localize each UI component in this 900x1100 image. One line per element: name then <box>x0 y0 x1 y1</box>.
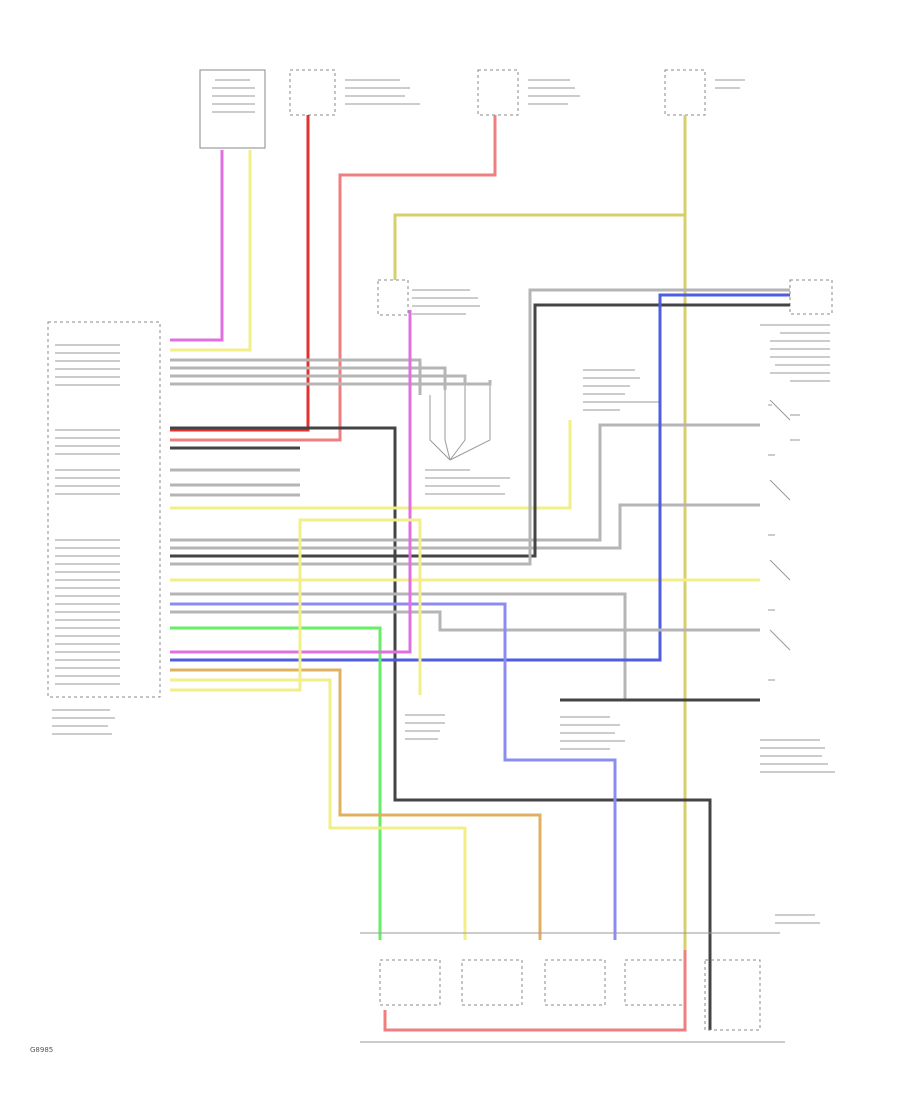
wire-yellow-mid <box>170 420 572 510</box>
fuse-block-2 <box>477 69 580 116</box>
fuse-block-3 <box>664 69 745 116</box>
wire-black-right <box>170 303 790 558</box>
wire-yellow-lower <box>170 518 422 695</box>
switch-note <box>560 716 625 750</box>
wire-gray-right-5 <box>170 610 760 632</box>
wire-gray-right-1 <box>170 423 760 542</box>
wire-light-blue <box>170 602 617 940</box>
wire-yellow-low <box>170 678 467 940</box>
wire-gray-right-2 <box>170 503 760 550</box>
splice-pack <box>425 380 510 495</box>
sensor-connector-right <box>760 279 833 382</box>
wire-pink-ground <box>383 950 687 1032</box>
wire-gray-3 <box>170 374 467 385</box>
figure-id: G8985 <box>30 1046 53 1054</box>
wire-blue-right <box>170 293 790 662</box>
wire-gray-right-4 <box>170 592 627 700</box>
wire-yellow-top <box>170 150 252 352</box>
wire-gray-right-3 <box>170 288 790 566</box>
wire-violet-mid <box>170 310 412 654</box>
wire-green <box>170 626 382 940</box>
range-switch-label <box>760 739 835 773</box>
top-component-1 <box>199 69 266 149</box>
solenoid-group <box>379 959 761 1031</box>
wire-gray-4 <box>170 380 492 386</box>
wire-red-feed <box>170 115 310 432</box>
wire-violet-top <box>170 150 224 342</box>
middle-component-2 <box>583 369 660 411</box>
wire-pink-feed <box>170 115 497 442</box>
control-module <box>47 321 161 735</box>
middle-component-1 <box>377 279 480 316</box>
wire-tan-branch <box>393 213 685 280</box>
wire-black-bus <box>170 426 712 1030</box>
bottom-connector-label <box>775 914 820 924</box>
fuse-block-1 <box>289 69 420 116</box>
lower-switch-label <box>405 714 445 740</box>
wire-orange <box>170 668 542 940</box>
range-switch-contacts <box>768 399 800 681</box>
